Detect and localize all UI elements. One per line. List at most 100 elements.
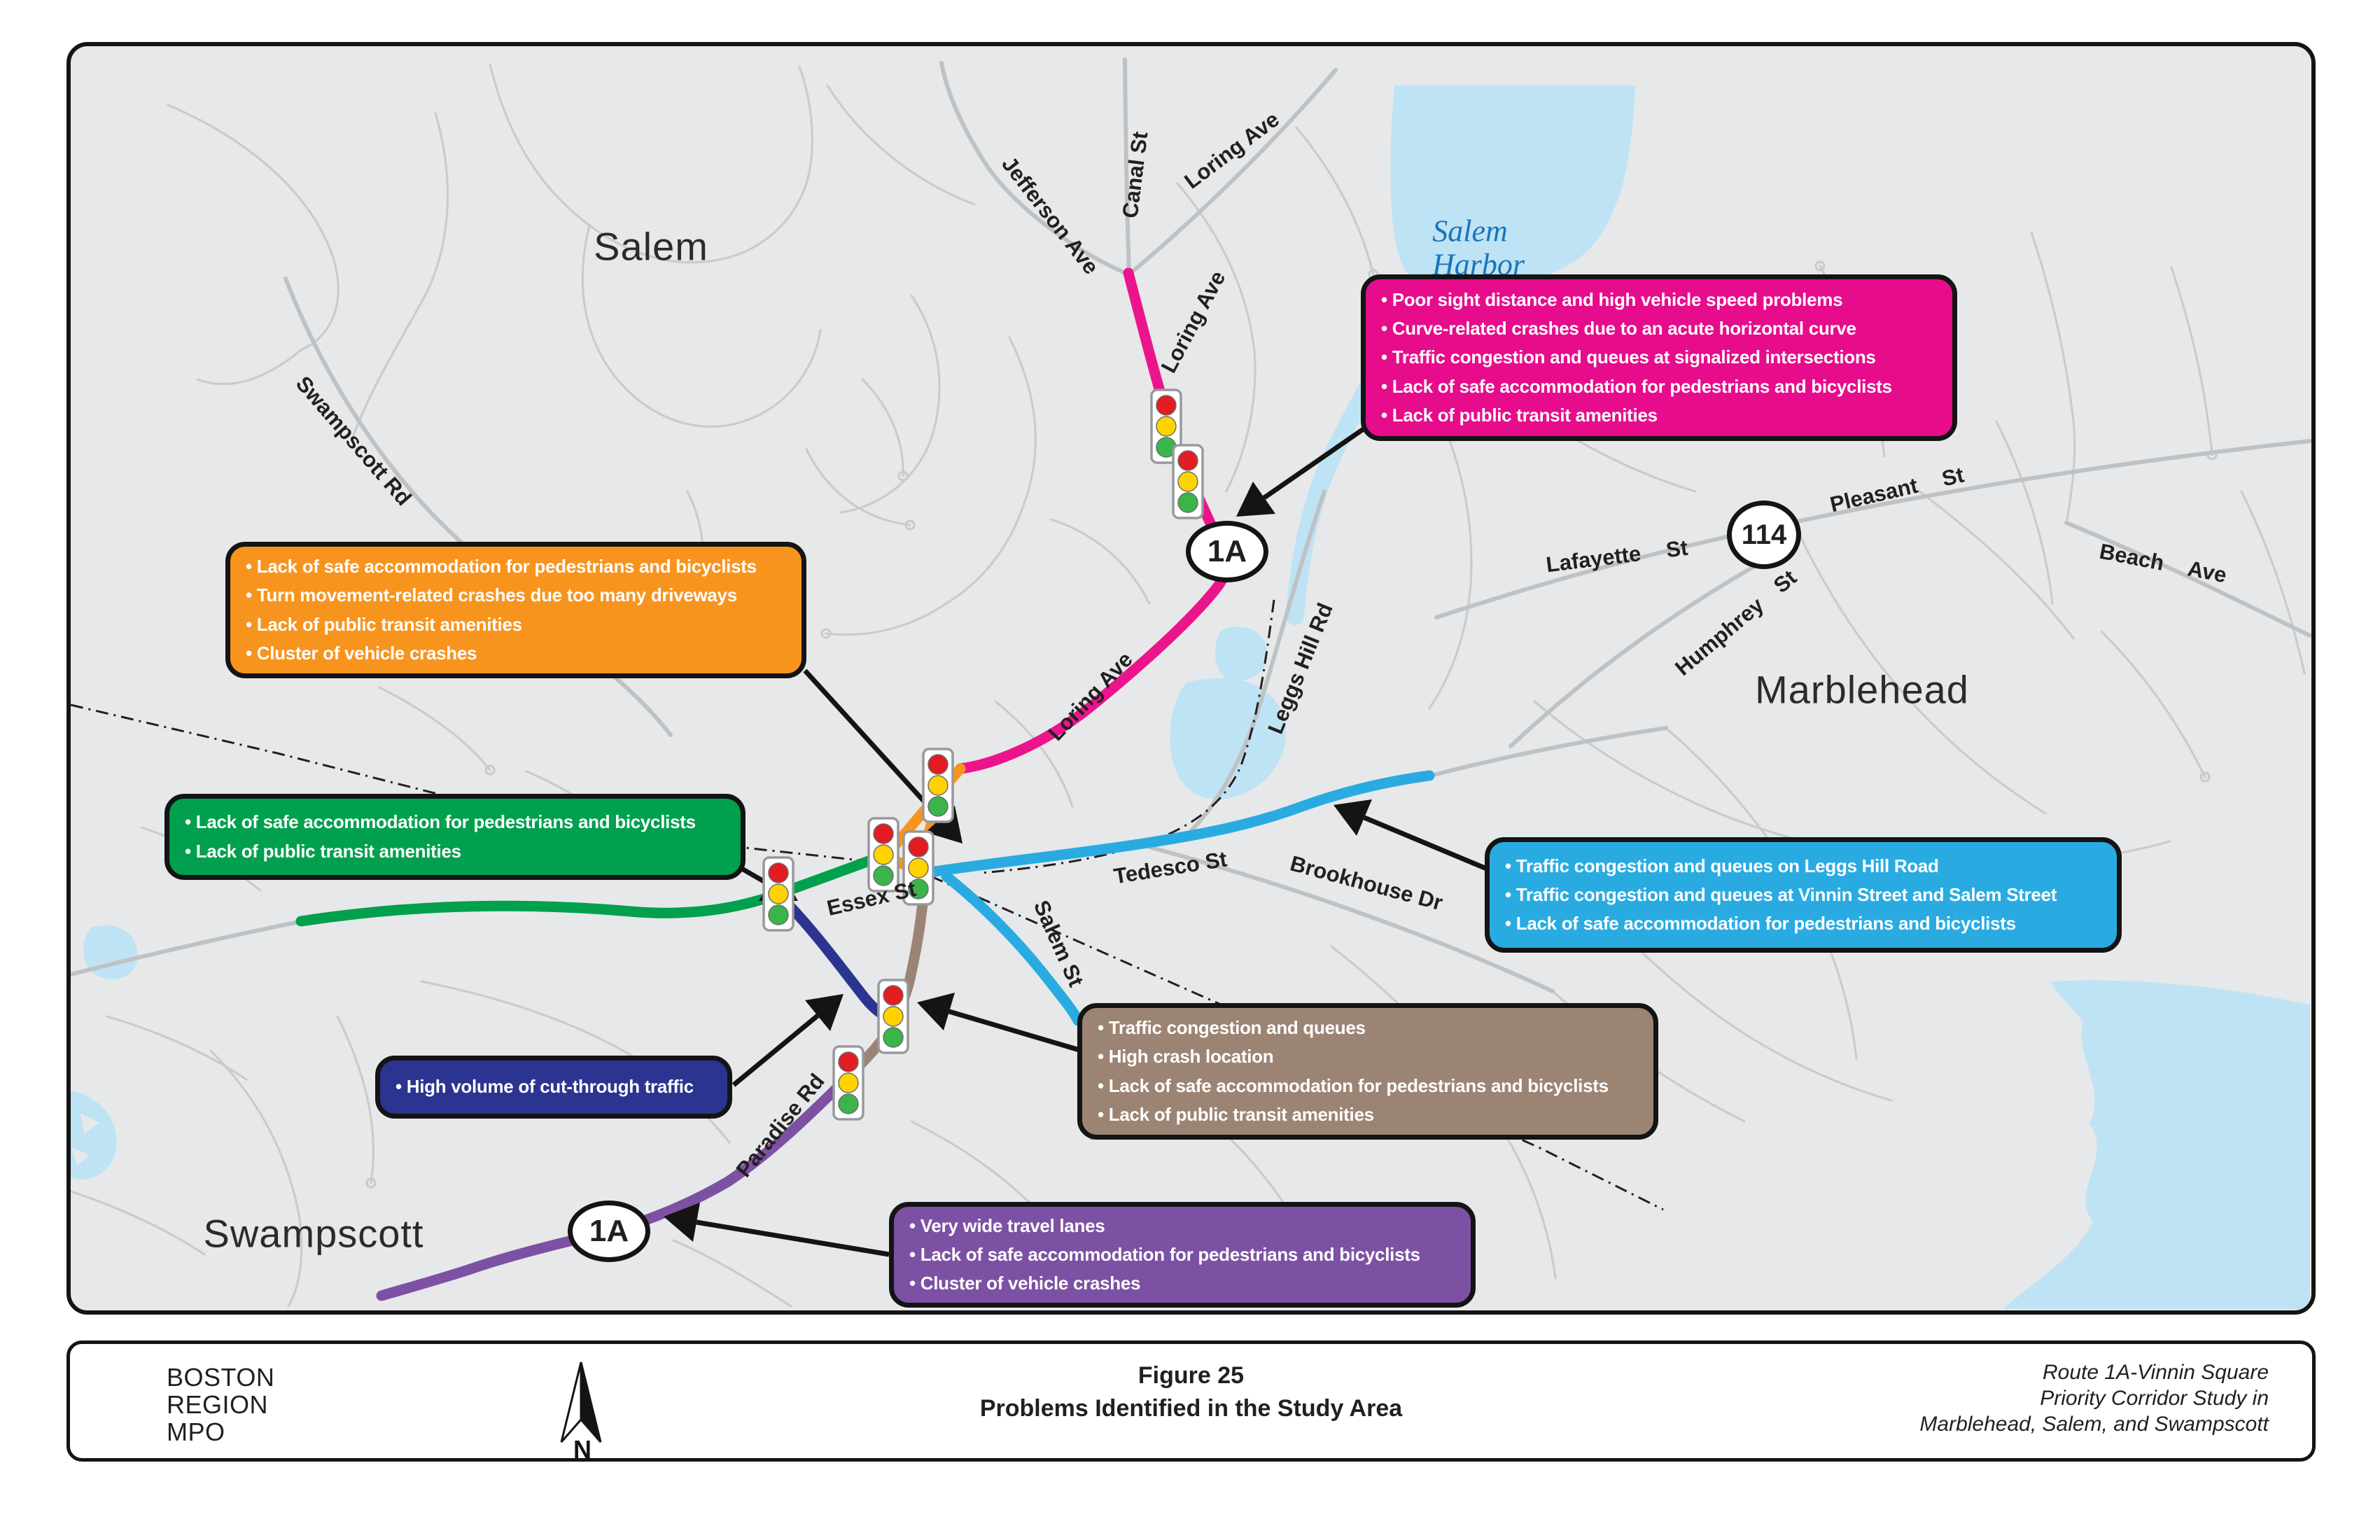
callout-purple-paradise-rd: Very wide travel lanes Lack of safe acco… bbox=[889, 1202, 1476, 1308]
road-end bbox=[365, 1177, 377, 1189]
road bbox=[1428, 392, 1473, 710]
route-green-essex-st bbox=[295, 850, 889, 927]
callout-bullet: Lack of safe accommodation for pedestria… bbox=[1505, 912, 2101, 935]
route-114-road bbox=[1434, 439, 2311, 620]
road bbox=[2100, 630, 2206, 778]
brookhouse-dr-road bbox=[1147, 845, 1555, 993]
road bbox=[210, 1050, 303, 1308]
loring-ave-road-north bbox=[1127, 68, 1338, 276]
route-cyan-salem-st bbox=[941, 871, 1084, 1026]
town-label-swampscott: Swampscott bbox=[203, 1211, 424, 1256]
road bbox=[825, 602, 948, 636]
shield-label: 1A bbox=[1207, 534, 1247, 568]
boundary-line bbox=[981, 599, 1275, 874]
route-1a-shield: 1A bbox=[1186, 521, 1268, 582]
callout-bullet: Very wide travel lanes bbox=[909, 1214, 1455, 1238]
callout-brown-paradise-north: Traffic congestion and queues High crash… bbox=[1077, 1003, 1658, 1140]
shield-label: 114 bbox=[1741, 519, 1787, 550]
traffic-signal-icon bbox=[867, 817, 899, 892]
callout-bullet: Traffic congestion and queues bbox=[1098, 1016, 1638, 1040]
road bbox=[672, 1239, 792, 1308]
water-bodies bbox=[71, 85, 2310, 1309]
study-line: Marblehead, Salem, and Swampscott bbox=[1919, 1413, 2269, 1436]
callout-bullet: Traffic congestion and queues at Vinnin … bbox=[1505, 883, 2101, 906]
road bbox=[336, 1015, 375, 1184]
coastal-notch bbox=[80, 1113, 99, 1134]
essex-st-road-west bbox=[71, 919, 304, 976]
org-line: MPO bbox=[167, 1418, 225, 1446]
road bbox=[1050, 518, 1151, 605]
callout-pink-loring-ave: Poor sight distance and high vehicle spe… bbox=[1361, 274, 1957, 441]
road bbox=[1176, 182, 1256, 493]
salem-harbor-water bbox=[1390, 85, 1635, 298]
jefferson-ave-road bbox=[939, 61, 1131, 276]
callout-navy-cutthrough: High volume of cut-through traffic bbox=[375, 1056, 732, 1119]
road bbox=[105, 1015, 248, 1081]
org-line: REGION bbox=[167, 1390, 269, 1419]
road bbox=[2240, 490, 2306, 675]
traffic-signal-icon bbox=[922, 748, 954, 823]
shield-label: 1A bbox=[589, 1214, 629, 1248]
leggs-hill-rd-road bbox=[1189, 489, 1326, 832]
road bbox=[714, 65, 813, 262]
traffic-signal-icon bbox=[762, 856, 794, 932]
traffic-signals bbox=[762, 388, 1204, 1121]
figure-number: Figure 25 bbox=[1138, 1362, 1245, 1389]
road bbox=[1995, 420, 2054, 605]
beach-ave-road bbox=[2064, 521, 2311, 638]
callout-bullet: High crash location bbox=[1098, 1045, 1638, 1068]
study-name-block: Route 1A-Vinnin Square Priority Corridor… bbox=[1919, 1359, 2269, 1437]
humphrey-st-road bbox=[1508, 554, 1774, 748]
arrow-to-navy-route bbox=[732, 994, 844, 1087]
map-graphics bbox=[71, 57, 2311, 1309]
road bbox=[840, 294, 941, 514]
road bbox=[2170, 266, 2213, 456]
road-end bbox=[2199, 771, 2211, 783]
road-end bbox=[1814, 260, 1826, 272]
traffic-signal-icon bbox=[877, 979, 909, 1054]
route-114-shield: 114 bbox=[1727, 500, 1801, 569]
ocean-water-southeast bbox=[2003, 980, 2310, 1309]
road-end bbox=[820, 628, 832, 639]
road bbox=[71, 1190, 206, 1256]
callout-bullet: Poor sight distance and high vehicle spe… bbox=[1381, 288, 1937, 312]
study-line: Priority Corridor Study in bbox=[2040, 1387, 2269, 1410]
road-end bbox=[904, 519, 916, 531]
callout-bullet: Lack of public transit amenities bbox=[1098, 1103, 1638, 1126]
arrow-to-cyan-route bbox=[1334, 799, 1506, 879]
mpo-logo-text: BOSTON REGION MPO bbox=[167, 1364, 274, 1446]
callout-bullet: Cluster of vehicle crashes bbox=[246, 642, 786, 665]
callout-bullet: Traffic congestion and queues on Leggs H… bbox=[1505, 855, 2101, 878]
callout-orange-junction: Lack of safe accommodation for pedestria… bbox=[225, 542, 806, 678]
road bbox=[581, 224, 745, 428]
figure-title: Problems Identified in the Study Area bbox=[979, 1395, 1403, 1422]
road bbox=[826, 84, 976, 206]
arrow-to-pink-route bbox=[1236, 425, 1368, 517]
route-cyan-tedesco-st bbox=[920, 770, 1435, 878]
callout-bullet: Lack of public transit amenities bbox=[246, 613, 786, 636]
road bbox=[861, 378, 904, 477]
callout-bullet: Lack of public transit amenities bbox=[1381, 404, 1937, 427]
callout-blue-leggs-hill: Traffic congestion and queues on Leggs H… bbox=[1485, 837, 2122, 953]
coastal-water-southwest bbox=[71, 1091, 117, 1180]
road bbox=[994, 700, 1074, 808]
arrow-to-brown-route bbox=[917, 993, 1080, 1053]
road bbox=[1295, 126, 1375, 276]
pond-water bbox=[1214, 626, 1268, 681]
road bbox=[805, 448, 911, 526]
town-label-marblehead: Marblehead bbox=[1755, 667, 1969, 712]
callout-bullet: High volume of cut-through traffic bbox=[396, 1075, 712, 1098]
callout-bullet: Lack of public transit amenities bbox=[185, 840, 725, 863]
coastal-notch bbox=[72, 1148, 90, 1166]
north-arrow-graphic bbox=[560, 1362, 602, 1443]
callout-arrows bbox=[664, 425, 1506, 1257]
route-1a-shield: 1A bbox=[568, 1200, 650, 1262]
figure-title-block: Figure 25 Problems Identified in the Stu… bbox=[980, 1362, 1402, 1422]
road bbox=[945, 336, 1037, 605]
traffic-signal-icon bbox=[1150, 388, 1182, 464]
study-line: Route 1A-Vinnin Square bbox=[2043, 1361, 2269, 1384]
road bbox=[742, 329, 822, 423]
town-label-salem: Salem bbox=[594, 224, 708, 269]
footer-bar: BOSTON REGION MPO Figure 25 Problems Ide… bbox=[66, 1340, 2316, 1462]
